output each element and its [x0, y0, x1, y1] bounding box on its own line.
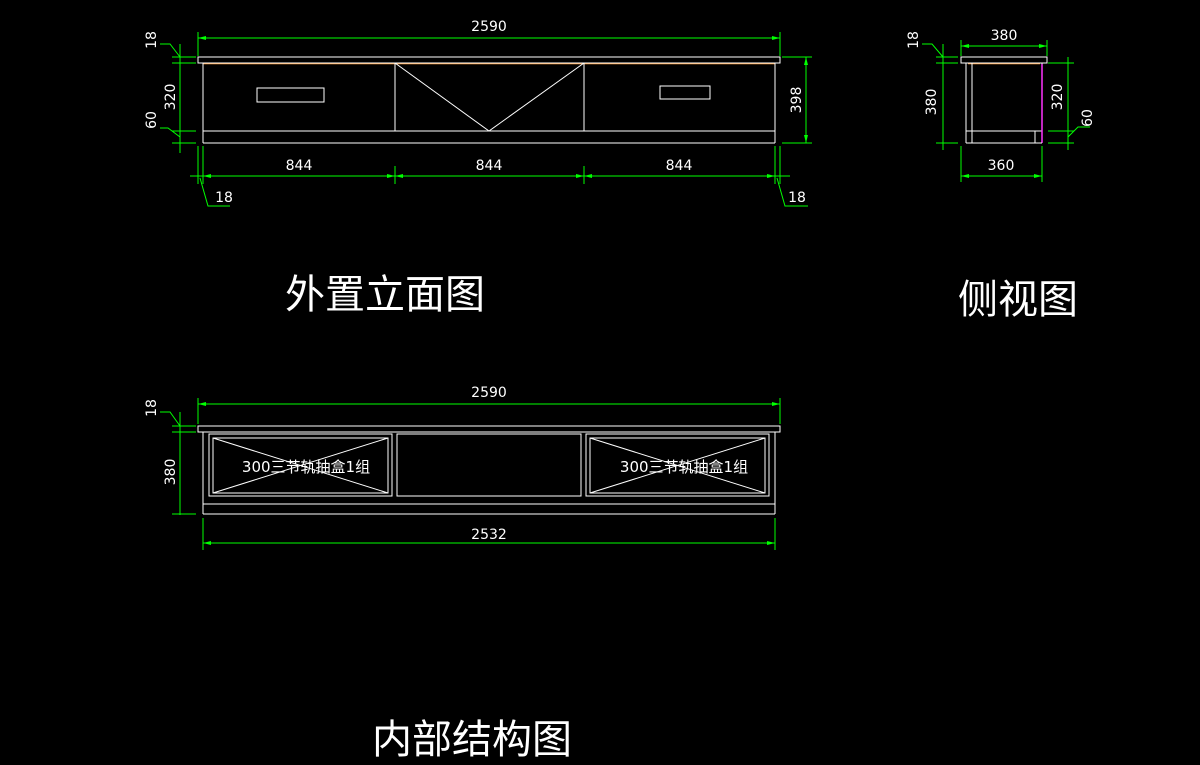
side-top-depth-arrow-left [961, 44, 969, 48]
front-view-title: 外置立面图 [285, 272, 485, 318]
internal-inner-width-arrow-left [203, 541, 211, 545]
front-section-middle-label: 844 [476, 158, 503, 174]
internal-right-drawer-cross-2 [589, 437, 766, 494]
front-section-arrow-2 [387, 174, 395, 178]
front-top-thickness-label: 18 [144, 31, 160, 49]
front-cabinet-body [202, 62, 776, 132]
internal-top-panel [197, 425, 781, 433]
internal-middle-bay [396, 433, 582, 497]
side-top-thickness-label: 18 [906, 31, 922, 49]
front-right-handle [659, 85, 711, 100]
side-base-depth-label: 360 [988, 158, 1015, 174]
side-top-depth-arrow-right [1039, 44, 1047, 48]
front-overall-height-arrow-bottom [804, 135, 808, 143]
front-total-width-arrow-right [772, 36, 780, 40]
front-top-panel [197, 56, 781, 64]
front-section-right-label: 844 [666, 158, 693, 174]
side-base-depth-arrow-right [1034, 174, 1042, 178]
front-total-width-arrow-left [198, 36, 206, 40]
front-total-width-label: 2590 [471, 19, 507, 35]
front-side-right-label: 18 [788, 190, 806, 206]
side-base-depth-arrow-left [961, 174, 969, 178]
front-left-handle [256, 87, 325, 103]
front-section-arrow-3 [395, 174, 403, 178]
internal-right-drawer-box [589, 437, 766, 494]
side-base-height-leader [1067, 126, 1090, 138]
side-cabinet-body [965, 62, 1043, 132]
front-view: 2590 18 320 60 398 844 844 84 [144, 19, 812, 207]
front-section-arrow-5 [584, 174, 592, 178]
internal-total-width-arrow-left [198, 402, 206, 406]
front-base-height-label: 60 [144, 111, 160, 129]
front-section-arrow-1 [203, 174, 211, 178]
internal-total-width-label: 2590 [471, 385, 507, 401]
internal-view: 300三节轨抽盒1组 300三节轨抽盒1组 2590 18 380 2532 [144, 385, 781, 550]
internal-inner-width-arrow-right [767, 541, 775, 545]
side-body-height-label: 320 [1050, 84, 1066, 111]
internal-left-bay [208, 433, 393, 497]
internal-cabinet-body [202, 431, 776, 505]
side-base-height-label: 60 [1080, 109, 1096, 127]
front-section-left-label: 844 [286, 158, 313, 174]
front-base-height-leader [160, 127, 181, 138]
internal-top-thickness-label: 18 [144, 399, 160, 417]
side-view: 380 18 380 320 60 360 [906, 28, 1096, 182]
internal-view-title: 内部结构图 [372, 717, 572, 763]
front-center-v-right [488, 62, 585, 132]
internal-total-width-arrow-right [772, 402, 780, 406]
side-top-panel [960, 56, 1048, 64]
front-section-arrow-4 [576, 174, 584, 178]
front-overall-height-arrow-top [804, 57, 808, 65]
internal-inner-width-label: 2532 [471, 527, 507, 543]
front-side-right-leader [776, 177, 808, 207]
internal-left-drawer-cross-2 [212, 437, 389, 494]
internal-right-drawer-note: 300三节轨抽盒1组 [620, 458, 748, 476]
front-side-left-leader [199, 177, 230, 207]
front-side-left-label: 18 [215, 190, 233, 206]
front-center-v-left [394, 62, 490, 132]
side-top-thickness-leader [922, 43, 944, 58]
front-overall-height-label: 398 [789, 87, 805, 114]
side-top-depth-label: 380 [991, 28, 1018, 44]
internal-top-thickness-leader [160, 411, 181, 427]
internal-left-drawer-box [212, 437, 389, 494]
internal-right-bay [585, 433, 770, 497]
side-total-height-label: 380 [924, 89, 940, 116]
front-body-height-label: 320 [163, 84, 179, 111]
internal-left-drawer-note: 300三节轨抽盒1组 [242, 458, 370, 476]
front-section-arrow-6 [767, 174, 775, 178]
side-view-title: 侧视图 [958, 277, 1078, 323]
front-top-thickness-leader [160, 43, 181, 58]
internal-height-label: 380 [163, 459, 179, 486]
